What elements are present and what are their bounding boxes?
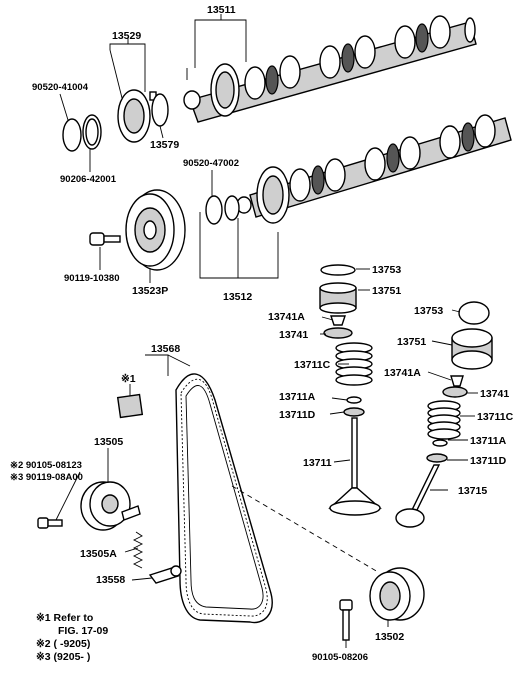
label-13753-b: 13753 xyxy=(414,305,443,317)
label-13711D-b: 13711D xyxy=(470,455,507,467)
upper-camshaft xyxy=(183,15,477,123)
label-13711: 13711 xyxy=(303,457,332,469)
label-13715: 13715 xyxy=(458,485,487,497)
label-13741A-b: 13741A xyxy=(384,367,421,379)
timing-belt-13568 xyxy=(175,373,273,624)
label-90119-10380: 90119-10380 xyxy=(64,273,119,284)
label-13558: 13558 xyxy=(96,574,125,586)
label-13505: 13505 xyxy=(94,436,123,448)
label-90520-47002: 90520-47002 xyxy=(183,158,239,169)
lower-camshaft xyxy=(199,114,512,224)
scissors-gear-13529 xyxy=(117,89,169,143)
label-13741-b: 13741 xyxy=(480,388,509,400)
label-13512: 13512 xyxy=(223,291,252,303)
idler-pulley-13505 xyxy=(80,481,141,531)
note-line-2: FIG. 17-09 xyxy=(58,625,108,637)
label-13741-a: 13741 xyxy=(279,329,308,341)
label-13711C-b: 13711C xyxy=(477,411,514,423)
tension-spring-13505A xyxy=(132,531,144,569)
label-13751-a: 13751 xyxy=(372,285,401,297)
footnotes: ※1 Refer to FIG. 17-09 ※2 ( -9205) ※3 (9… xyxy=(36,612,108,663)
label-13711D-a: 13711D xyxy=(279,409,316,421)
label-13502: 13502 xyxy=(375,631,404,643)
label-13711C-a: 13711C xyxy=(294,359,331,371)
pin-13558 xyxy=(148,565,182,584)
label-13711A-b: 13711A xyxy=(470,435,507,447)
label-90206-42001: 90206-42001 xyxy=(60,174,117,185)
snap-ring-47002 xyxy=(205,195,223,225)
label-13751-b: 13751 xyxy=(397,336,426,348)
label-13579: 13579 xyxy=(150,139,179,151)
camshaft-pulley-13523P xyxy=(125,189,186,271)
refer-part xyxy=(116,393,144,419)
note-line-4: ※3 (9205- ) xyxy=(36,651,90,663)
label-13529: 13529 xyxy=(112,30,141,42)
label-13741A-a: 13741A xyxy=(268,311,305,323)
snap-ring-41004 xyxy=(62,118,82,152)
label-13523P: 13523P xyxy=(132,285,168,297)
label-90520-41004: 90520-41004 xyxy=(32,82,89,93)
leader-lines xyxy=(55,14,478,648)
bolt-90105-08206 xyxy=(339,599,353,641)
label-13568: 13568 xyxy=(151,343,180,355)
valve-assembly-left xyxy=(319,264,382,516)
valve-assembly-right xyxy=(395,301,493,528)
label-13753-a: 13753 xyxy=(372,264,401,276)
label-13711A-a: 13711A xyxy=(279,391,316,403)
crank-pulley-13502 xyxy=(369,567,425,621)
bolt-90119-10380 xyxy=(89,232,121,246)
part-labels: 13511 13529 90520-41004 13579 90206-4200… xyxy=(10,4,514,663)
label-90119-08A00: ※3 90119-08A00 xyxy=(10,472,83,483)
label-90105-08123: ※2 90105-08123 xyxy=(10,460,82,471)
label-90105-08206: 90105-08206 xyxy=(312,652,368,663)
bolt-90105-08123 xyxy=(37,517,63,529)
label-13505A: 13505A xyxy=(80,548,117,560)
label-mark-1: ※1 xyxy=(121,373,136,385)
label-13511: 13511 xyxy=(207,4,236,16)
note-line-3: ※2 ( -9205) xyxy=(36,638,90,650)
note-line-1: ※1 Refer to xyxy=(36,612,93,624)
